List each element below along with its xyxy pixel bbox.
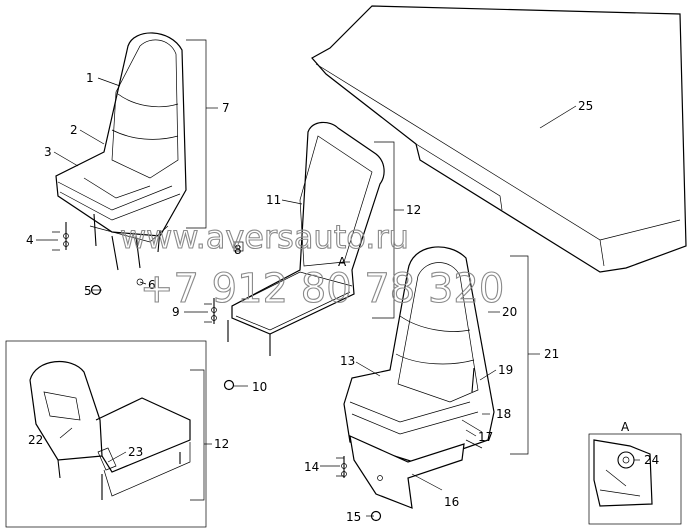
leader-lines bbox=[36, 39, 640, 517]
driver-seat-lower-right bbox=[343, 246, 495, 509]
callout-9: 9 bbox=[172, 305, 180, 319]
inset-box-seat bbox=[5, 340, 207, 528]
callout-16: 16 bbox=[444, 495, 459, 509]
callout-6: 6 bbox=[148, 278, 156, 292]
watermark: www.aversauto.ru +7 912 80 78 320 bbox=[119, 217, 504, 312]
callout-25: 25 bbox=[578, 99, 593, 113]
callout-15: 15 bbox=[346, 510, 361, 524]
callout-11: 11 bbox=[266, 193, 281, 207]
callout-17: 17 bbox=[478, 430, 493, 444]
section-marker-a: A bbox=[338, 255, 347, 269]
callout-8: 8 bbox=[234, 243, 242, 257]
callout-12-inset: 12 bbox=[214, 437, 229, 451]
callout-5: 5 bbox=[84, 284, 92, 298]
callout-12-frame: 12 bbox=[406, 203, 421, 217]
detail-view-a: A bbox=[588, 420, 682, 525]
seat-frame-bench bbox=[227, 121, 385, 356]
callout-13: 13 bbox=[340, 354, 355, 368]
long-cushion-panel bbox=[311, 5, 687, 273]
driver-seat-upper-left bbox=[55, 32, 187, 271]
callout-23: 23 bbox=[128, 445, 143, 459]
callout-18: 18 bbox=[496, 407, 511, 421]
callout-10: 10 bbox=[252, 380, 267, 394]
callout-20: 20 bbox=[502, 305, 517, 319]
callout-22: 22 bbox=[28, 433, 43, 447]
callout-1: 1 bbox=[86, 71, 94, 85]
watermark-phone: +7 912 80 78 320 bbox=[140, 266, 504, 312]
callout-2: 2 bbox=[70, 123, 78, 137]
watermark-site: www.aversauto.ru bbox=[120, 218, 409, 256]
callout-21: 21 bbox=[544, 347, 559, 361]
detail-view-label: A bbox=[621, 420, 630, 434]
callout-7: 7 bbox=[222, 101, 230, 115]
callout-14: 14 bbox=[304, 460, 319, 474]
callout-labels: 1 2 3 4 5 6 7 8 9 10 11 12 12 13 14 15 1… bbox=[26, 71, 659, 524]
fastener-stacks bbox=[63, 222, 382, 522]
callout-19: 19 bbox=[498, 363, 513, 377]
callout-24: 24 bbox=[644, 453, 659, 467]
callout-4: 4 bbox=[26, 233, 34, 247]
callout-3: 3 bbox=[44, 145, 52, 159]
